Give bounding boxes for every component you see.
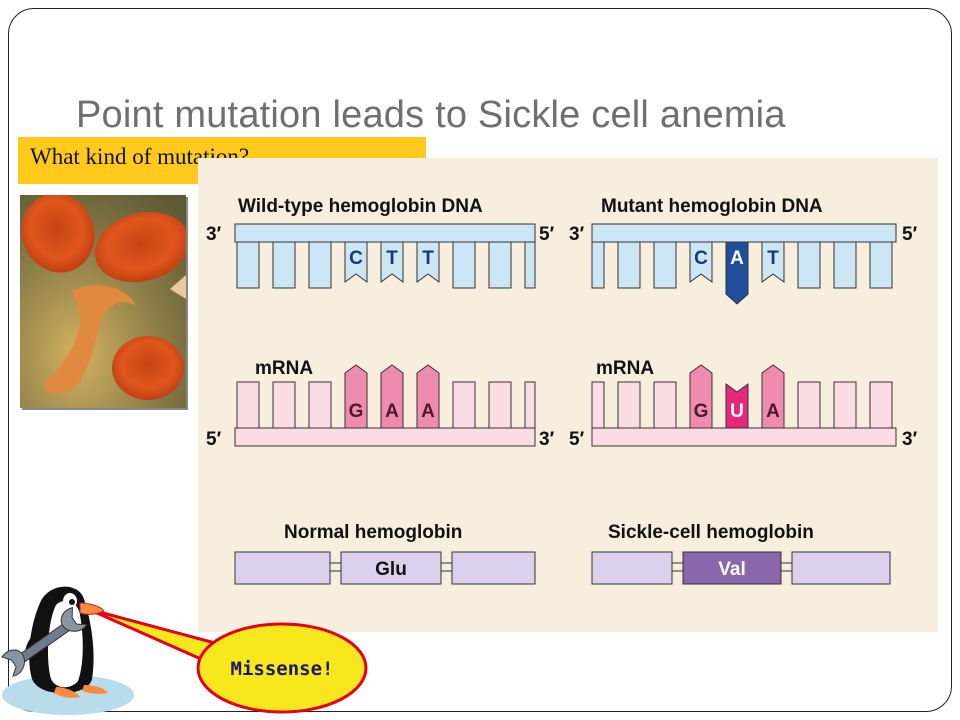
mutant-dna-end-right: 5′	[902, 224, 918, 245]
wild-type-amino-acid: Glu	[375, 559, 407, 580]
mutant-mrna-end-left: 5′	[569, 429, 585, 450]
rbc-cell	[21, 195, 95, 273]
wild-type-mrna-title: mRNA	[255, 358, 313, 379]
mutant-protein-segment	[791, 551, 891, 585]
sickle-cell	[44, 285, 136, 394]
mutant-dna-base: T	[767, 248, 779, 269]
wrench-icon	[1, 606, 88, 677]
mutant-mrna-end-right: 3′	[902, 429, 918, 450]
wild-type-dna-end-right: 5′	[539, 224, 555, 245]
slide-title: Point mutation leads to Sickle cell anem…	[76, 94, 786, 136]
wild-type-protein-segment	[234, 551, 331, 585]
wild-type-dna-base: T	[422, 248, 434, 269]
wild-type-mrna-end-left: 5′	[206, 429, 222, 450]
mutant-dna-title: Mutant hemoglobin DNA	[601, 196, 823, 217]
wild-type-mrna-backbone	[234, 427, 536, 447]
wild-type-mrna-base: G	[349, 401, 364, 422]
wild-type-dna-base: T	[386, 248, 398, 269]
rbc-cell	[112, 336, 184, 400]
wild-type-amino-acid-box	[340, 551, 442, 585]
mutant-protein-segment	[591, 551, 673, 585]
red-blood-cells-photo	[20, 195, 186, 408]
wild-type-dna-title: Wild-type hemoglobin DNA	[238, 196, 483, 217]
mutant-mrna-base: G	[694, 401, 709, 422]
mutant-mrna-backbone	[591, 427, 897, 447]
mutant-amino-acid: Val	[718, 559, 745, 580]
mutant-amino-acid-box	[682, 551, 782, 585]
wild-type-dna-base: C	[349, 248, 363, 269]
mutant-dna-base-highlight	[725, 241, 749, 305]
point-mutation-diagram: Wild-type hemoglobin DNA 3′ 5′ C T T mRN…	[198, 158, 938, 632]
wild-type-dna-end-left: 3′	[206, 224, 222, 245]
mutant-dna-base: A	[730, 248, 744, 269]
wild-type-protein-title: Normal hemoglobin	[284, 522, 462, 543]
mutant-protein-title: Sickle-cell hemoglobin	[608, 522, 814, 543]
wild-type-mrna-end-right: 3′	[539, 429, 555, 450]
mutant-mrna-base: U	[730, 401, 744, 422]
rbc-cell	[94, 211, 186, 283]
penguin-mascot-icon: Missense!	[0, 575, 375, 720]
wild-type-panel: Wild-type hemoglobin DNA 3′ 5′ C T T mRN…	[206, 196, 555, 585]
wild-type-mrna-base: A	[385, 401, 399, 422]
mutant-panel: Mutant hemoglobin DNA 3′ 5′ C A T mRNA	[569, 196, 918, 585]
mutant-mrna-base: A	[766, 401, 780, 422]
wild-type-dna-backbone	[234, 223, 536, 243]
mutant-dna-base: C	[694, 248, 708, 269]
wild-type-mrna-base: A	[421, 401, 435, 422]
mutant-dna-end-left: 3′	[569, 224, 585, 245]
wild-type-protein-segment	[451, 551, 536, 585]
mutant-mrna-title: mRNA	[596, 358, 654, 379]
callout-text: Missense!	[231, 658, 334, 680]
mutant-dna-backbone	[591, 223, 897, 243]
speech-bubble-icon	[196, 622, 368, 714]
